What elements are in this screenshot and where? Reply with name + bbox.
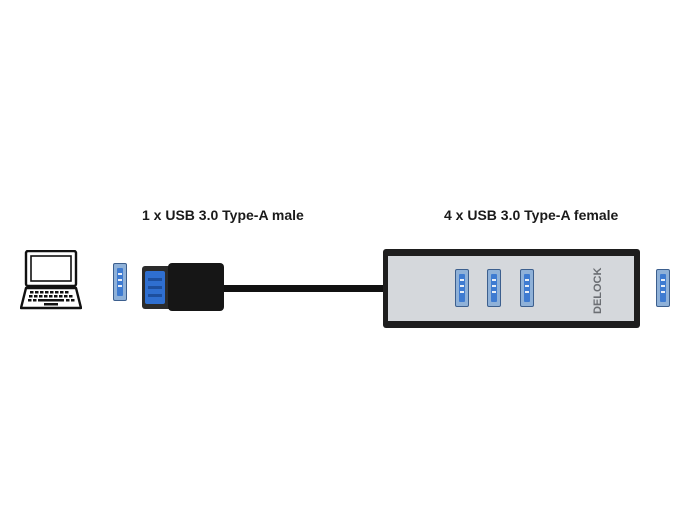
male-connector-label: 1 x USB 3.0 Type-A male	[142, 207, 304, 223]
female-connector-label: 4 x USB 3.0 Type-A female	[444, 207, 619, 223]
delock-logo: DELOCK	[592, 268, 604, 315]
hub-usb-port-icon	[455, 269, 469, 307]
hub-usb-port-icon	[487, 269, 501, 307]
usb-port-icon	[113, 263, 127, 301]
laptop-icon	[20, 250, 82, 310]
hub-side-usb-port-icon	[656, 269, 670, 307]
usb-cable	[224, 285, 386, 292]
usb-plug-tongue	[145, 271, 165, 304]
hub-usb-port-icon	[520, 269, 534, 307]
svg-text:DELOCK: DELOCK	[592, 268, 604, 315]
usb-hub-face	[388, 256, 634, 321]
usb-plug-body	[168, 263, 224, 311]
